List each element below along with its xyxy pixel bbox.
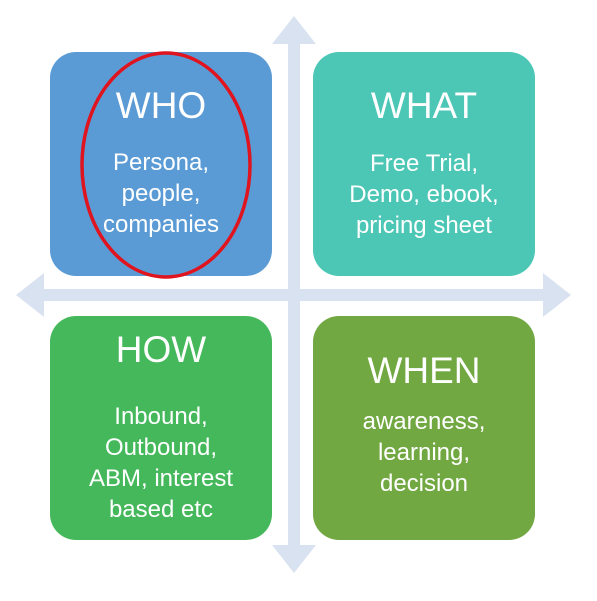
when-description: awareness, learning, decision [362,408,486,497]
when-title: WHEN [367,350,481,391]
who-quadrant: WHO Persona, people, companies [50,52,272,276]
who-title: WHO [115,85,207,126]
what-quadrant: WHAT Free Trial, Demo, ebook, pricing sh… [313,52,535,276]
down-arrow-head [272,545,316,573]
how-description: Inbound, Outbound, ABM, interest based e… [88,403,234,523]
when-quadrant: WHEN awareness, learning, decision [313,316,535,540]
left-arrow-head [16,273,44,317]
up-arrow-head [272,16,316,44]
right-arrow-head [543,273,571,317]
what-title: WHAT [370,85,478,126]
what-description: Free Trial, Demo, ebook, pricing sheet [349,150,499,239]
how-quadrant: HOW Inbound, Outbound, ABM, interest bas… [50,316,272,540]
who-description: Persona, people, companies [102,149,220,238]
horizontal-axis [40,289,550,301]
how-title: HOW [115,329,207,370]
